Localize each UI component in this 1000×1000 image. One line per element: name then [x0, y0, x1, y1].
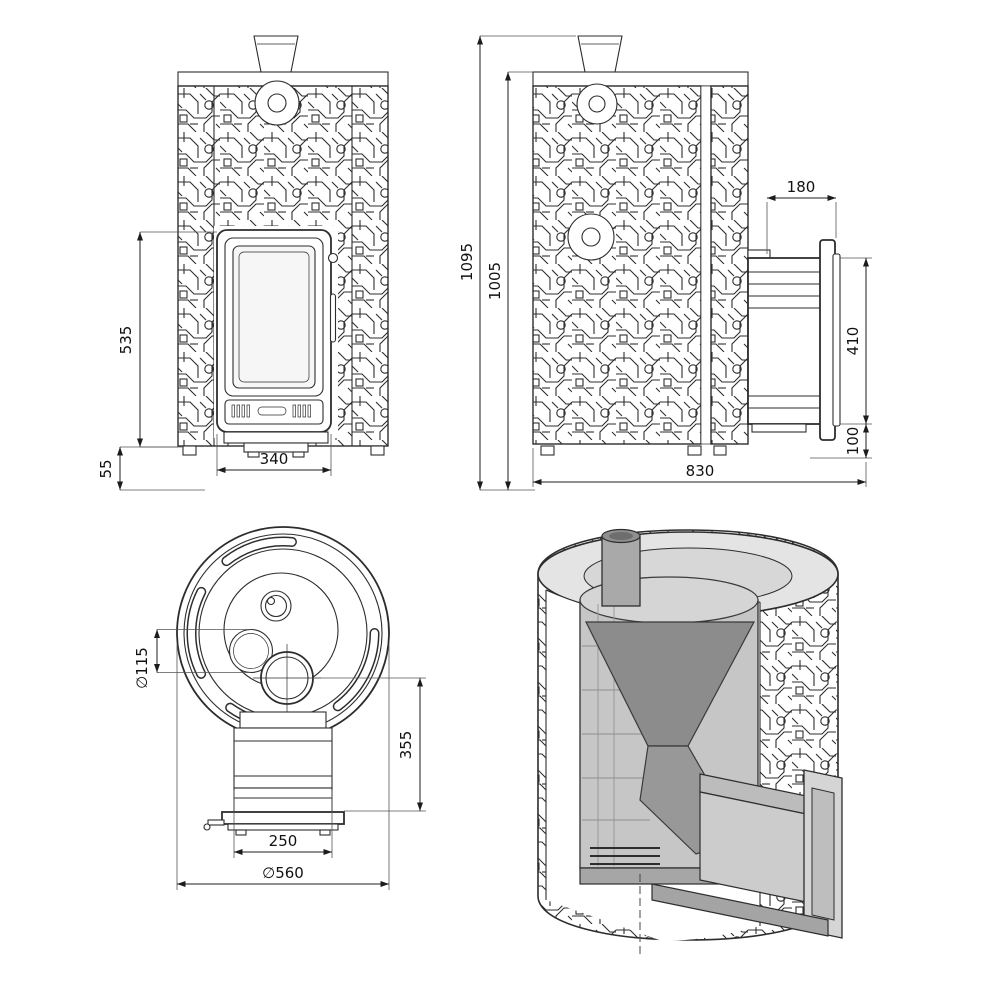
- front-foot-right: [370, 445, 385, 456]
- dim-front-base-height: 55: [97, 459, 115, 478]
- door-glass: [232, 245, 316, 389]
- front-view: [177, 35, 389, 458]
- front-pedestal: [243, 442, 309, 453]
- dim-side-total-depth: 830: [686, 462, 715, 480]
- dim-side-tunnel-length: 180: [787, 178, 816, 196]
- cutaway-chimney: [601, 535, 641, 607]
- dim-side-body-height: 1005: [486, 262, 504, 300]
- tunnel-body-top: [233, 727, 333, 789]
- dim-side-total-height: 1095: [458, 243, 476, 281]
- dim-front-door-width: 340: [260, 450, 289, 468]
- top-dimensions: ∅115 355 250 ∅560: [133, 629, 426, 890]
- side-chimney: [577, 35, 623, 73]
- side-dimensions: 1095 1005 180 410 100 830: [458, 35, 872, 491]
- front-dimensions: 535 55 340: [97, 231, 332, 491]
- dim-top-body-diameter: ∅560: [262, 864, 304, 882]
- top-view: [176, 526, 390, 836]
- tunnel-ribs: [748, 271, 822, 409]
- tunnel-bottom-bracket: [751, 423, 807, 433]
- door-hinge-pin: [327, 252, 339, 264]
- dim-top-tunnel-reach: 355: [397, 731, 415, 760]
- tunnel-neck-top: [239, 711, 327, 729]
- front-chimney: [253, 35, 299, 73]
- door-handle: [329, 293, 337, 343]
- side-ornament-panel: [532, 85, 702, 445]
- dim-top-tunnel-width: 250: [269, 832, 298, 850]
- tunnel-mount-plate: [221, 811, 345, 825]
- firebox-tunnel-side: [747, 257, 823, 425]
- latch-hook: [207, 819, 225, 826]
- dim-front-door-height: 535: [117, 326, 135, 355]
- cutaway-view: [537, 528, 843, 958]
- dim-side-tunnel-height: 410: [844, 327, 862, 356]
- side-view: [532, 35, 841, 456]
- dim-top-flue-diameter: ∅115: [133, 647, 151, 689]
- tunnel-base-plate: [651, 883, 829, 937]
- grate-bars: [590, 847, 660, 865]
- dim-side-bottom-clearance: 100: [844, 427, 862, 456]
- ash-drawer: [223, 431, 329, 444]
- vent-slots: [231, 404, 311, 418]
- front-foot-left: [182, 445, 197, 456]
- side-top-rail: [532, 71, 749, 87]
- side-ornament-panel-rear: [710, 85, 749, 445]
